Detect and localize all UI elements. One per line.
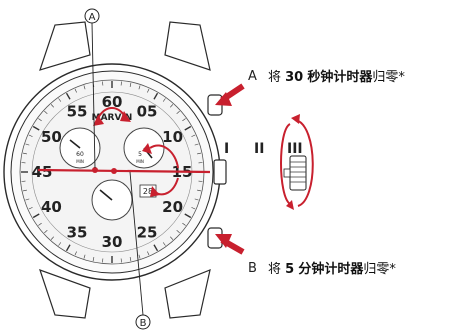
- crown-positions: I II III: [224, 141, 303, 157]
- dial-tick: [83, 254, 86, 259]
- dial-numeral: 30: [102, 233, 123, 251]
- dial-tick: [184, 125, 192, 131]
- crown-position-1: I: [224, 141, 229, 157]
- dial-tick: [74, 88, 77, 93]
- dial-tick: [169, 236, 174, 240]
- svg-text:60: 60: [76, 151, 84, 158]
- dial-numeral: 25: [137, 224, 158, 242]
- dial-numeral: 20: [162, 198, 183, 216]
- dial-tick: [162, 98, 166, 102]
- dial-tick: [197, 189, 202, 192]
- svg-text:5: 5: [138, 151, 142, 158]
- dial-tick: [169, 104, 174, 108]
- dial-tick: [65, 92, 71, 100]
- dial-tick: [38, 118, 42, 122]
- pivot-dot-b: [111, 168, 117, 174]
- svg-text:B: B: [248, 261, 257, 276]
- dial-tick: [129, 82, 132, 87]
- crown-position-3: III: [287, 141, 303, 157]
- dial-tick: [25, 198, 30, 201]
- instruction-a: 将 30 秒钟计时器归零*: [268, 70, 405, 85]
- dial-tick: [25, 143, 30, 146]
- dial-tick: [182, 118, 186, 122]
- brand-logo: MARVIN: [92, 113, 133, 123]
- dial-tick: [129, 257, 132, 262]
- dial-tick: [38, 222, 42, 226]
- callout-a: A: [84, 8, 100, 169]
- dial-tick: [147, 88, 150, 93]
- dial-tick: [58, 242, 62, 246]
- dial-tick: [44, 110, 48, 115]
- dial-tick: [58, 98, 62, 102]
- dial-tick: [191, 134, 196, 137]
- dial-tick: [92, 257, 95, 262]
- dial-tick: [28, 134, 33, 137]
- dial-tick: [197, 152, 202, 155]
- subdial-right: 5 MIN: [123, 127, 165, 169]
- dial-tick: [194, 143, 199, 146]
- pivot-dot-a: [92, 167, 98, 173]
- dial-tick: [83, 85, 86, 90]
- crown-rotation-icon: [280, 119, 314, 207]
- dial-tick: [162, 242, 166, 246]
- dial-tick: [50, 236, 55, 240]
- svg-text:MIN: MIN: [76, 159, 84, 164]
- dial-tick: [182, 222, 186, 226]
- crown-detail: [280, 114, 314, 210]
- rotation-arrow-top: [93, 107, 131, 126]
- dial-tick: [50, 104, 55, 108]
- dial-tick: [138, 85, 141, 90]
- dial-tick: [176, 110, 180, 115]
- dial-numeral: 50: [41, 128, 62, 146]
- dial-tick: [138, 254, 141, 259]
- dial-numeral: 60: [102, 93, 123, 111]
- svg-text:B: B: [140, 318, 147, 329]
- dial-numeral: 10: [162, 128, 183, 146]
- pusher-a-arrow: A: [215, 69, 257, 106]
- dial-tick: [32, 213, 40, 219]
- red-reference-line: [37, 168, 211, 174]
- dial-tick: [153, 244, 159, 252]
- dial-tick: [44, 229, 48, 234]
- rotation-arrow-right: [142, 143, 179, 197]
- svg-text:A: A: [248, 69, 257, 84]
- crown: [213, 159, 227, 185]
- dial-tick: [32, 125, 40, 131]
- dial-tick: [184, 213, 192, 219]
- svg-text:28: 28: [143, 187, 153, 196]
- callout-b: B: [129, 171, 151, 330]
- svg-text:A: A: [89, 12, 96, 23]
- pusher-b-arrow: B: [215, 234, 257, 276]
- dial-numeral: 05: [137, 102, 158, 120]
- dial-numeral: 35: [67, 224, 88, 242]
- svg-text:MIN: MIN: [136, 159, 144, 164]
- dial-numeral: 55: [67, 102, 88, 120]
- dial-tick: [22, 189, 27, 192]
- dial-tick: [191, 207, 196, 210]
- dial-tick: [65, 244, 71, 252]
- dial-tick: [153, 92, 159, 100]
- dial-tick: [147, 251, 150, 256]
- dial-tick: [28, 207, 33, 210]
- dial-tick: [74, 251, 77, 256]
- crown-position-2: II: [254, 141, 264, 157]
- dial-tick: [176, 229, 180, 234]
- dial-numeral: 45: [32, 163, 53, 181]
- dial-tick: [22, 152, 27, 155]
- dial-tick: [194, 198, 199, 201]
- subdial-bottom: [91, 179, 133, 221]
- subdial-left: 60 MIN: [59, 127, 101, 169]
- instruction-b: 将 5 分钟计时器归零*: [268, 262, 396, 277]
- dial-numeral: 40: [41, 198, 62, 216]
